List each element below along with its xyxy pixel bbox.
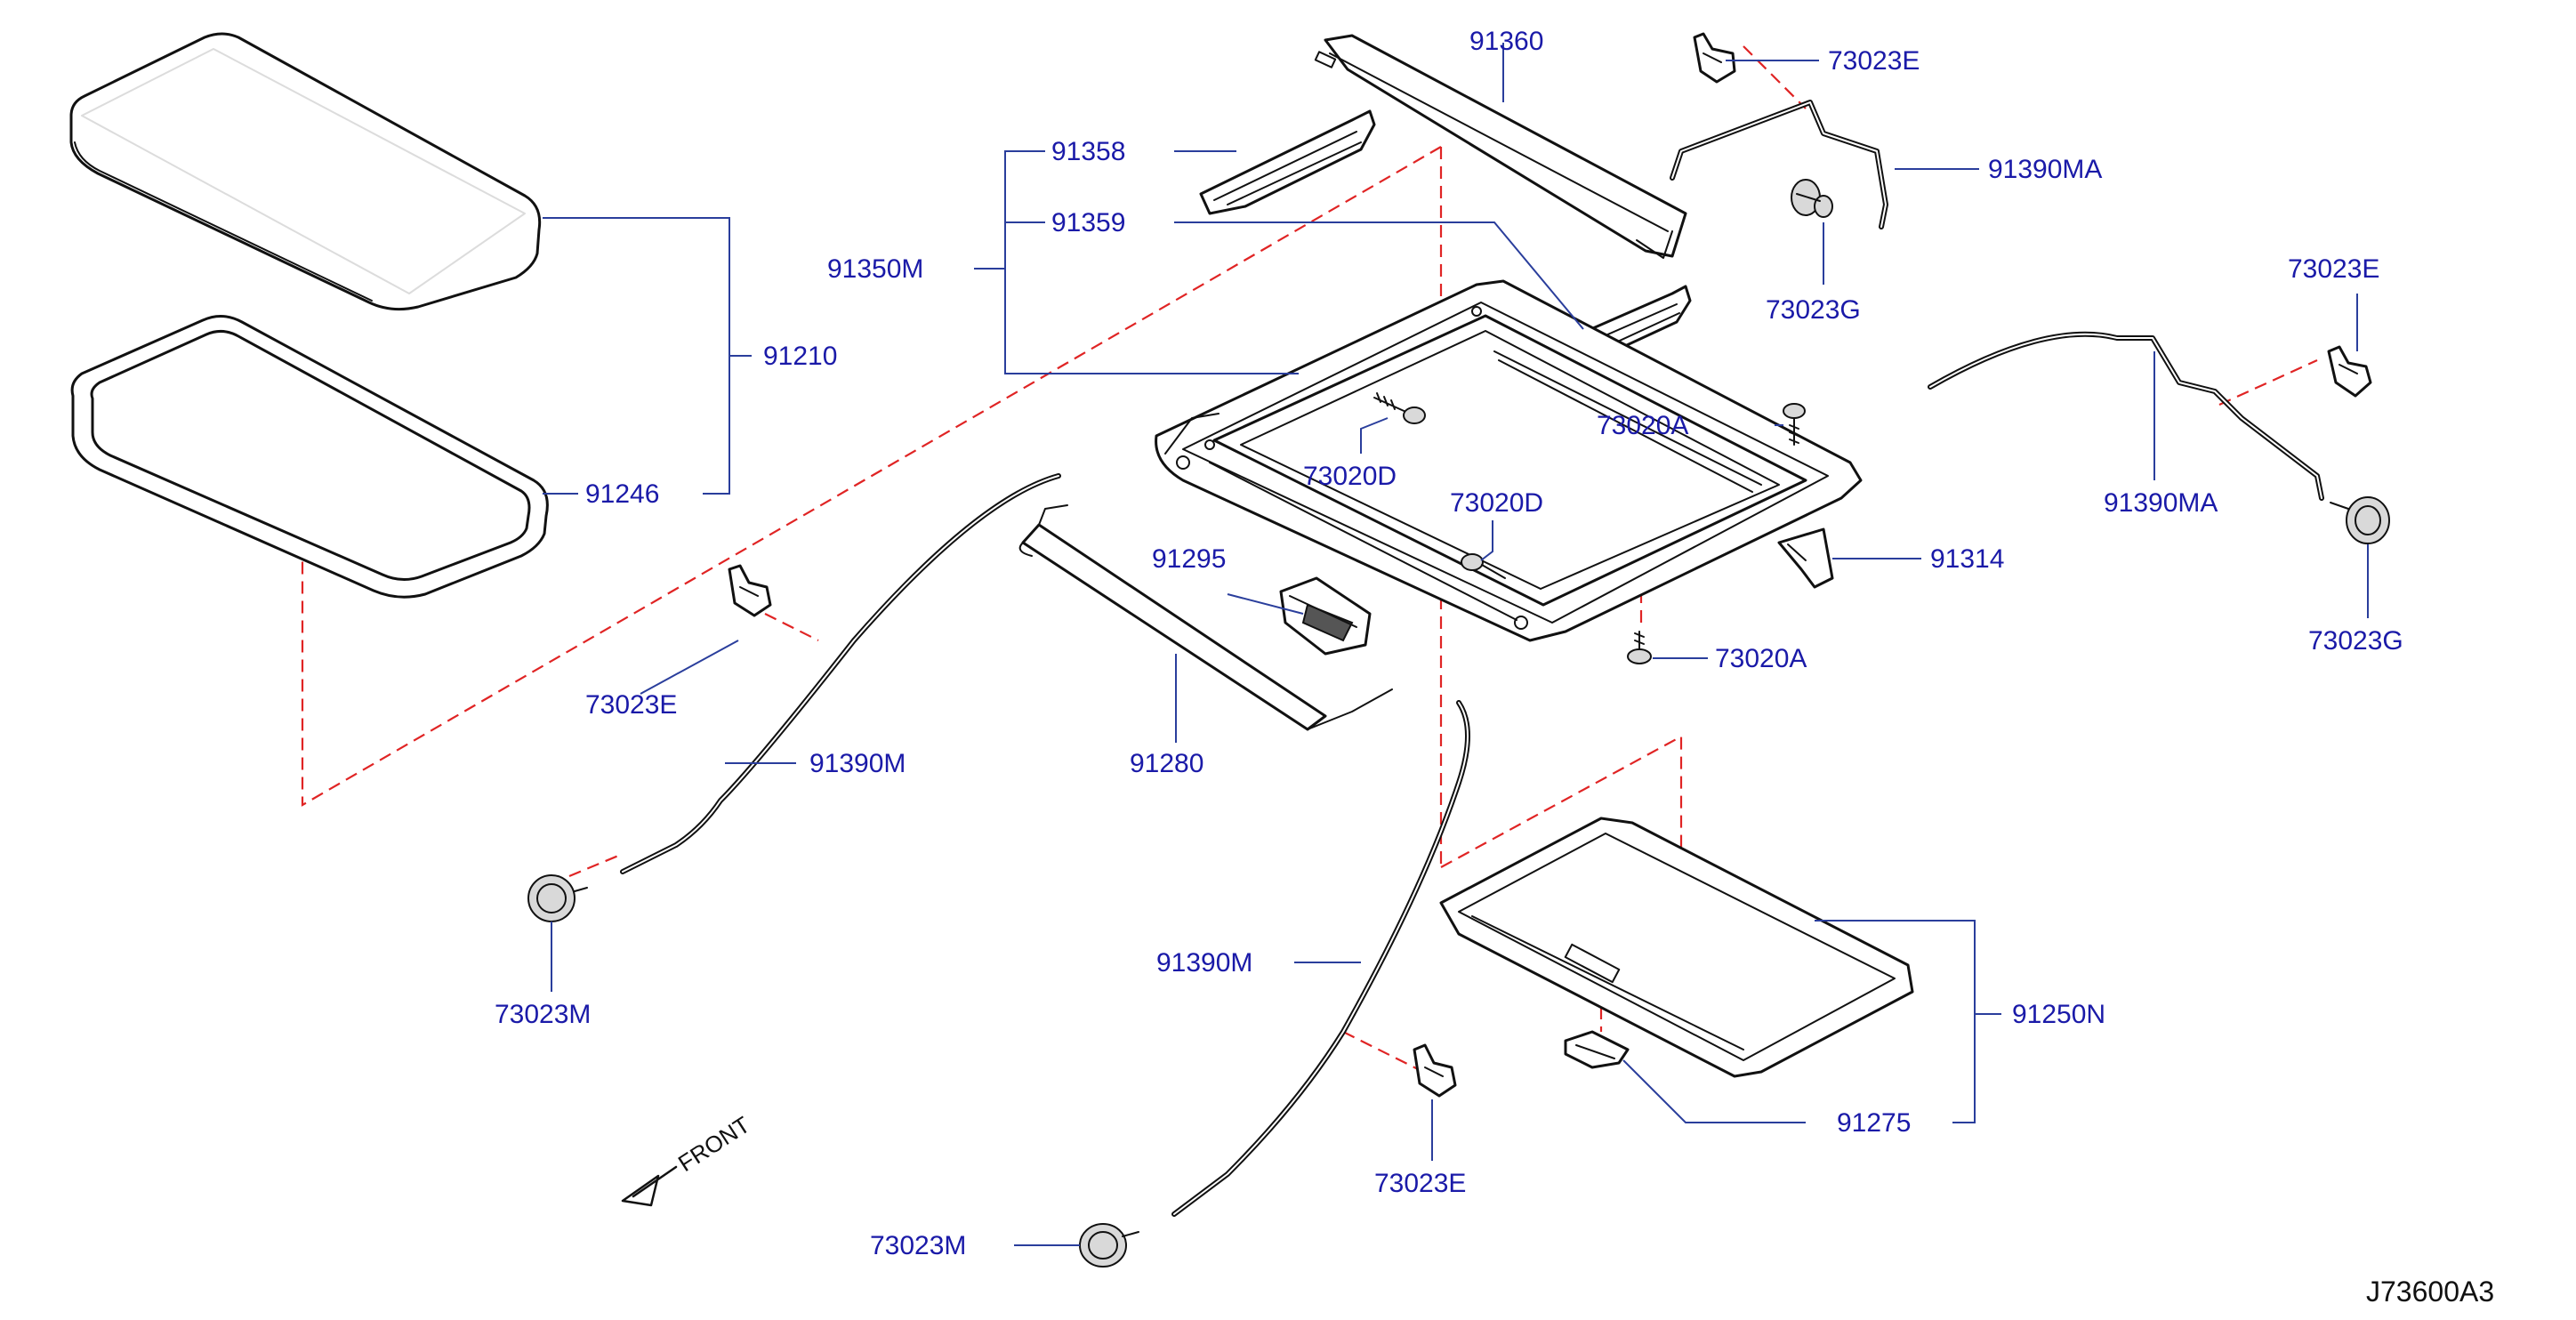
grommet-top-part	[1791, 179, 1833, 218]
callout-91295: 91295	[1152, 544, 1226, 574]
callout-73023e-right: 73023E	[2288, 254, 2379, 284]
callout-91210: 91210	[763, 342, 837, 371]
callout-73020d: 73020D	[1303, 462, 1397, 491]
callout-91250n: 91250N	[2012, 1000, 2105, 1029]
callout-91359: 91359	[1051, 208, 1125, 237]
motor-91295-part	[1279, 576, 1372, 656]
glass-seal-part	[70, 315, 549, 599]
drain-hose-right-part	[1928, 331, 2324, 501]
sunroof-frame-part	[1155, 279, 1863, 642]
bolt-73020d-lower-part	[1461, 553, 1506, 579]
grommet-bottom-part	[1079, 1223, 1139, 1268]
bolt-73020a-upper-part	[1783, 403, 1806, 446]
callout-91246: 91246	[585, 479, 659, 509]
diagram-reference-code: J73600A3	[2366, 1276, 2494, 1308]
callout-73023e-left: 73023E	[585, 690, 677, 720]
glass-lid-part	[69, 32, 542, 311]
handle-91275-part	[1564, 1030, 1630, 1069]
callout-91314: 91314	[1930, 544, 2004, 574]
bolt-73020d-part	[1373, 392, 1426, 424]
grommet-left-part	[527, 874, 588, 922]
front-label: FRONT	[673, 1111, 755, 1177]
drain-clamp-top-part	[1693, 32, 1736, 84]
callout-91390m-left: 91390M	[809, 749, 906, 778]
drain-clamp-bottom-part	[1413, 1043, 1457, 1098]
callout-91275: 91275	[1837, 1108, 1911, 1138]
callout-73023e-bottom: 73023E	[1374, 1169, 1466, 1198]
finisher-91280-part	[1018, 504, 1393, 731]
front-deflector-part	[1314, 34, 1687, 259]
drain-hose-bottom-part	[1171, 700, 1470, 1217]
callout-91360: 91360	[1469, 27, 1543, 56]
callout-labels: 91210 91246 91350M 91358 91359 91360 730…	[495, 27, 2403, 1260]
callout-73020d-lower: 73020D	[1450, 488, 1543, 518]
callout-73020a-lower: 73020A	[1715, 644, 1807, 673]
sunshade-part	[1439, 817, 1914, 1078]
callout-73023g-top: 73023G	[1766, 295, 1861, 325]
assembly-guide-lines	[301, 45, 2318, 1073]
front-direction-indicator: FRONT	[621, 1111, 755, 1207]
callout-91280: 91280	[1130, 749, 1203, 778]
bracket-91314-part	[1777, 527, 1834, 589]
callout-91390ma-right: 91390MA	[2104, 488, 2218, 518]
drain-hose-left-part	[620, 473, 1061, 874]
guide-rail-front-part	[1199, 109, 1376, 215]
drain-hose-top-part	[1670, 100, 1888, 229]
callout-91390m-bottom: 91390M	[1156, 948, 1252, 978]
callout-73023m-bottom: 73023M	[870, 1231, 966, 1260]
leader-lines	[543, 43, 2369, 1246]
drain-clamp-right-part	[2327, 345, 2372, 398]
drain-clamp-left-part	[728, 564, 772, 617]
callout-91358: 91358	[1051, 137, 1125, 166]
bolt-73020a-lower-part	[1627, 631, 1652, 664]
callout-91350m: 91350M	[827, 254, 923, 284]
callout-91390ma-top: 91390MA	[1988, 155, 2102, 184]
callout-73020a-upper: 73020A	[1597, 411, 1688, 440]
callout-73023g-right: 73023G	[2308, 626, 2403, 656]
callout-73023m-left: 73023M	[495, 1000, 591, 1029]
callout-73023e-top: 73023E	[1828, 46, 1920, 76]
grommet-right-part	[2330, 496, 2390, 544]
